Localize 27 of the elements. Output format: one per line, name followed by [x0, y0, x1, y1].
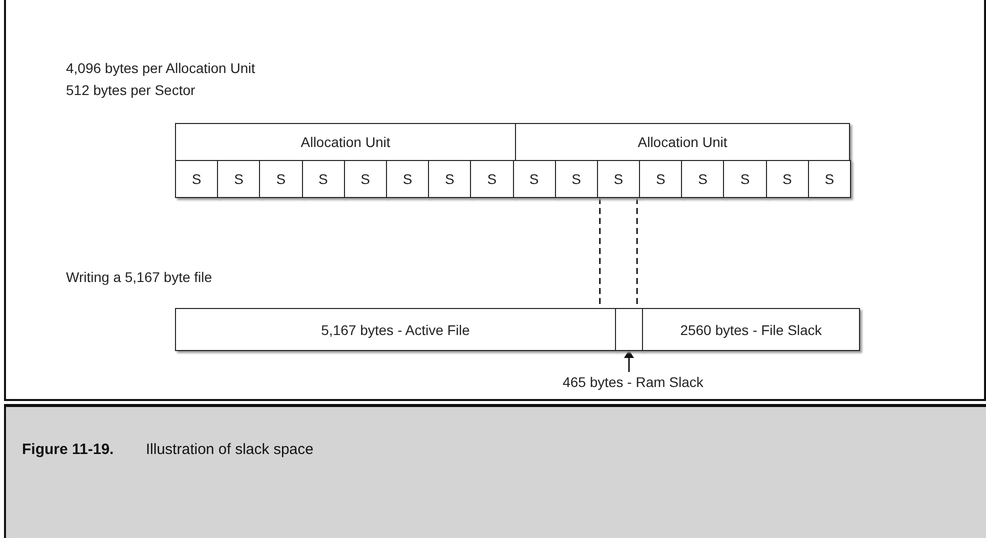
sector-cell: S [175, 160, 218, 198]
sector-cell: S [344, 160, 387, 198]
note-text: Writing a 5,167 byte file [66, 269, 212, 285]
callout-text: 465 bytes - Ram Slack [528, 372, 738, 392]
file-slack-segment: 2560 bytes - File Slack [642, 308, 860, 351]
sector-cell: S [596, 160, 640, 198]
sector-cell: S [723, 160, 767, 198]
sector-cell: S [808, 160, 851, 198]
sector-cell: S [428, 160, 472, 198]
sector-cell: S [512, 160, 556, 198]
arrow [624, 350, 634, 372]
allocation-unit-box: Allocation Unit [175, 123, 516, 161]
sector-cell: S [470, 160, 514, 198]
sector-cell: S [259, 160, 303, 198]
sector-cell: S [681, 160, 724, 198]
allocation-unit-box: Allocation Unit [515, 123, 850, 161]
note-text: 512 bytes per Sector [66, 82, 196, 98]
ram-slack-segment [615, 308, 643, 351]
sector-cell: S [766, 160, 809, 198]
active-file-segment: 5,167 bytes - Active File [175, 308, 616, 351]
figure-caption: Figure 11-19. Illustration of slack space [22, 441, 314, 458]
sector-cell: S [639, 160, 682, 198]
note-text: 4,096 bytes per Allocation Unit [66, 60, 256, 76]
sector-cell: S [554, 160, 598, 198]
sector-cell: S [302, 160, 345, 198]
sector-cell: S [217, 160, 260, 198]
sector-cell: S [386, 160, 430, 198]
